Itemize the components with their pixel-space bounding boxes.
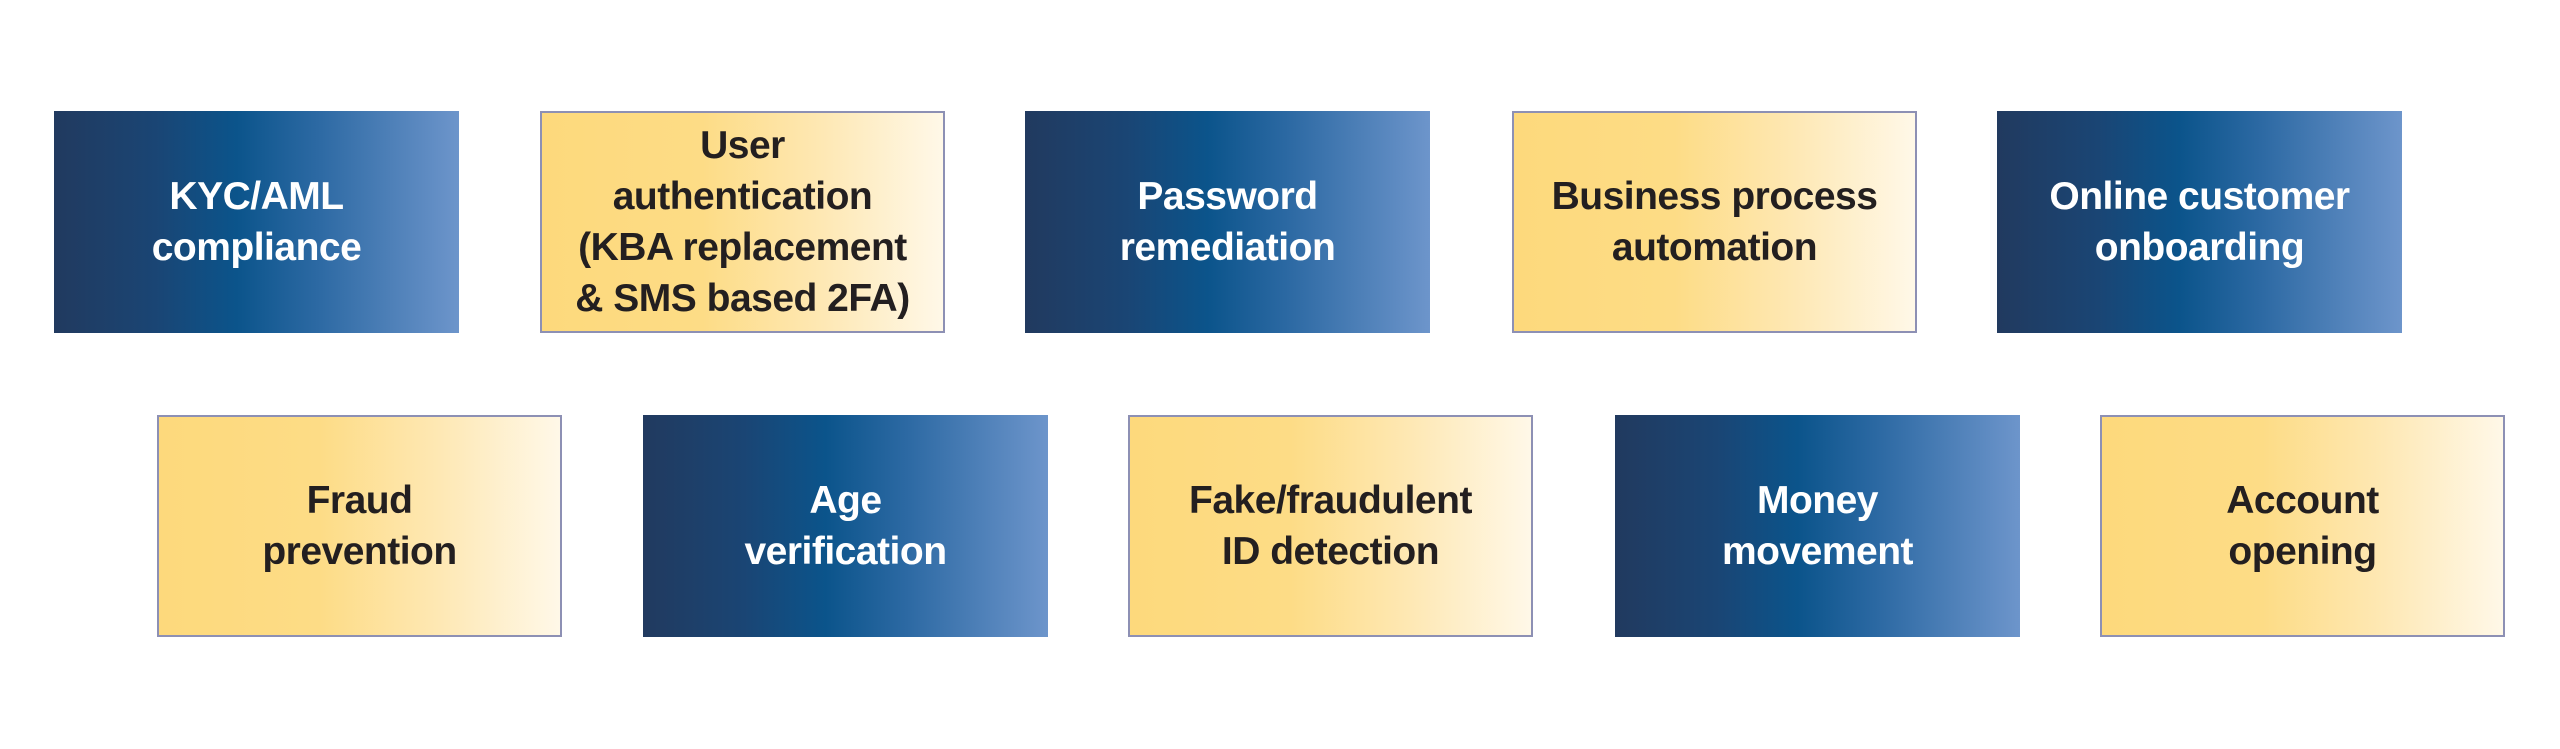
use-case-user-authentication: User authentication (KBA replacement & S… xyxy=(540,111,945,333)
use-case-label: User authentication (KBA replacement & S… xyxy=(575,124,910,320)
use-case-label: Password remediation xyxy=(1119,175,1336,269)
use-case-fake-id-detection: Fake/fraudulent ID detection xyxy=(1128,415,1533,637)
use-case-label: Online customer onboarding xyxy=(2049,175,2350,269)
use-case-label: Fake/fraudulent ID detection xyxy=(1189,479,1472,573)
use-case-money-movement: Money movement xyxy=(1615,415,2020,637)
use-case-online-customer-onboarding: Online customer onboarding xyxy=(1997,111,2402,333)
use-case-label: KYC/AML compliance xyxy=(151,175,362,269)
use-case-label: Age verification xyxy=(744,479,947,573)
use-case-label: Business process automation xyxy=(1551,175,1878,269)
use-case-business-process-automation: Business process automation xyxy=(1512,111,1917,333)
use-case-label: Fraud prevention xyxy=(262,479,457,573)
use-case-label: Money movement xyxy=(1721,479,1914,573)
use-case-account-opening: Account opening xyxy=(2100,415,2505,637)
use-case-age-verification: Age verification xyxy=(643,415,1048,637)
use-case-fraud-prevention: Fraud prevention xyxy=(157,415,562,637)
use-case-label: Account opening xyxy=(2226,479,2379,573)
use-case-kyc-aml-compliance: KYC/AML compliance xyxy=(54,111,459,333)
use-case-password-remediation: Password remediation xyxy=(1025,111,1430,333)
